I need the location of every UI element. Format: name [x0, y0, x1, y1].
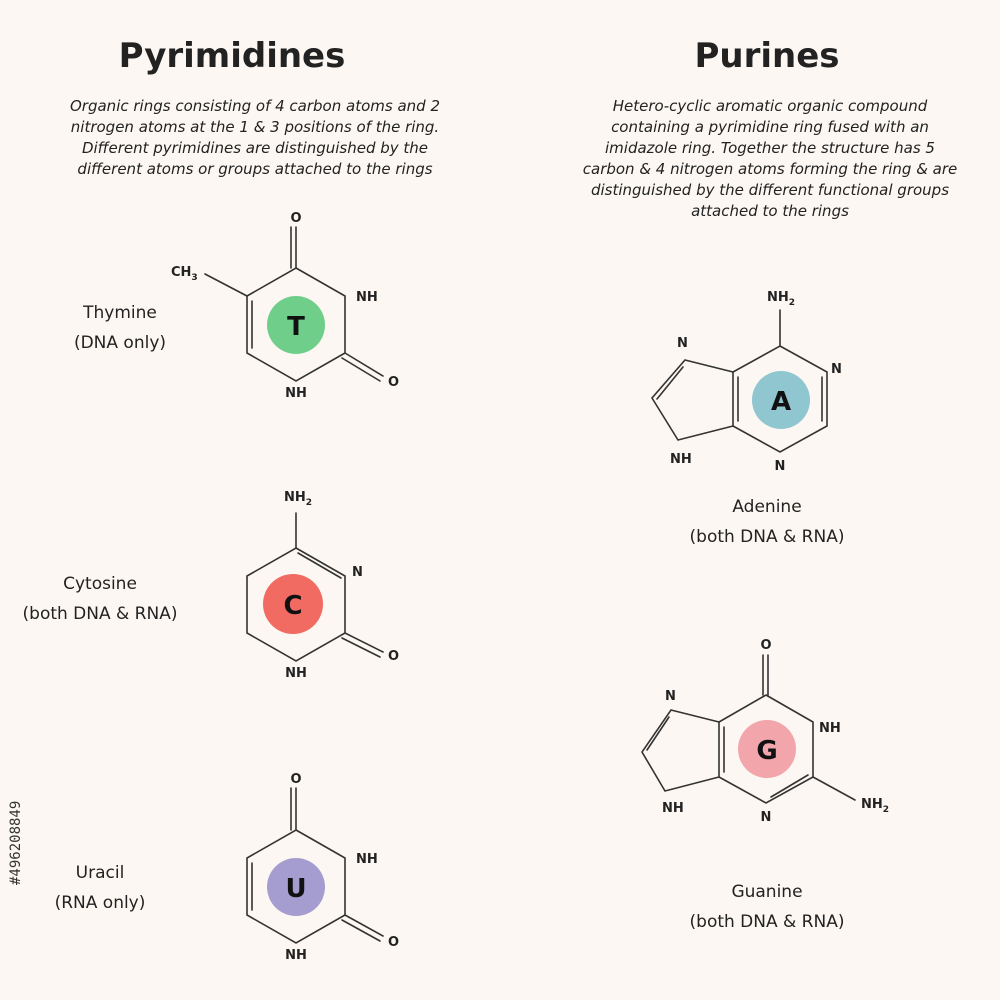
- guanine-atom-nh-right: NH: [819, 721, 841, 736]
- cytosine-label: Cytosine (both DNA & RNA): [0, 569, 200, 629]
- uracil-atom-nh-bottom: NH: [285, 948, 307, 963]
- thymine-bond: [341, 357, 381, 382]
- adenine-structure: A NH2 N N NH N: [651, 290, 842, 474]
- pyrimidines-description: Organic rings consisting of 4 carbon ato…: [20, 96, 490, 180]
- adenine-note: (both DNA & RNA): [689, 527, 845, 547]
- thymine-atom-ch3-main: CH: [171, 265, 191, 280]
- cytosine-note: (both DNA & RNA): [22, 604, 178, 624]
- cytosine-atom-nh-bottom: NH: [285, 666, 307, 681]
- purines-description-line: imidazole ring. Together the structure h…: [605, 139, 935, 157]
- guanine-atom-nh2-main: NH: [861, 797, 883, 812]
- cytosine-bond: [344, 632, 384, 653]
- uracil-atom-o-top: O: [290, 772, 301, 787]
- thymine-letter: T: [287, 312, 305, 342]
- pyrimidines-description-line: different atoms or groups attached to th…: [77, 160, 433, 178]
- uracil-atom-nh-right: NH: [356, 852, 378, 867]
- adenine-atom-nh-left: NH: [670, 452, 692, 467]
- thymine-structure: T O CH3 NH O NH: [171, 211, 399, 401]
- adenine-letter: A: [771, 387, 791, 417]
- uracil-atom-o-right: O: [388, 935, 399, 950]
- cytosine-bond: [341, 637, 381, 658]
- guanine-five-ring: [641, 709, 720, 792]
- uracil-structure: U O NH O NH: [246, 772, 399, 963]
- thymine-atom-nh-bottom: NH: [285, 386, 307, 401]
- purines-description-line: carbon & 4 nitrogen atoms forming the ri…: [582, 160, 958, 178]
- uracil-bond: [344, 914, 384, 937]
- guanine-bond: [812, 776, 856, 801]
- pyrimidines-description-line: Different pyrimidines are distinguished …: [81, 139, 429, 157]
- thymine-atom-ch3: CH3: [171, 265, 198, 283]
- cytosine-base-circle: [263, 574, 323, 634]
- guanine-atom-n-bottom: N: [761, 810, 772, 825]
- uracil-bond: [341, 919, 381, 942]
- guanine-letter: G: [756, 736, 777, 766]
- pyrimidines-description-line: Organic rings consisting of 4 carbon ato…: [70, 97, 440, 115]
- guanine-atom-nh2-sub: 2: [883, 805, 889, 815]
- purines-description-line: attached to the rings: [691, 202, 849, 220]
- uracil-base-circle: [267, 858, 325, 916]
- adenine-label: Adenine (both DNA & RNA): [667, 492, 867, 552]
- thymine-name: Thymine: [83, 303, 157, 323]
- purines-description-line: distinguished by the different functiona…: [590, 181, 950, 199]
- guanine-note: (both DNA & RNA): [689, 912, 845, 932]
- adenine-base-circle: [752, 371, 810, 429]
- guanine-double-bond: [646, 716, 670, 751]
- cytosine-ring: [246, 547, 346, 662]
- guanine-atom-o-top: O: [760, 638, 771, 653]
- guanine-name: Guanine: [731, 882, 803, 902]
- purines-title: Purines: [694, 36, 840, 76]
- thymine-label: Thymine (DNA only): [20, 298, 220, 358]
- uracil-note: (RNA only): [54, 893, 146, 913]
- adenine-atom-n-left: N: [677, 336, 688, 351]
- cytosine-atom-nh2-main: NH: [284, 490, 306, 505]
- guanine-atom-n-left: N: [665, 689, 676, 704]
- guanine-atom-nh2: NH2: [861, 797, 889, 815]
- adenine-atom-n-bottom: N: [775, 459, 786, 474]
- adenine-atom-nh2-sub: 2: [789, 298, 795, 308]
- thymine-base-circle: [267, 296, 325, 354]
- thymine-atom-nh-right: NH: [356, 290, 378, 305]
- guanine-double-bond: [770, 774, 809, 798]
- thymine-atom-o-right: O: [388, 375, 399, 390]
- guanine-structure: G O N NH NH N NH2: [641, 638, 889, 825]
- adenine-atom-nh2-main: NH: [767, 290, 789, 305]
- adenine-atom-nh2: NH2: [767, 290, 795, 308]
- guanine-atom-nh-left: NH: [662, 801, 684, 816]
- thymine-bond: [204, 273, 248, 297]
- cytosine-name: Cytosine: [63, 574, 137, 594]
- pyrimidines-description-line: nitrogen atoms at the 1 & 3 positions of…: [70, 118, 440, 136]
- uracil-label: Uracil (RNA only): [0, 858, 200, 918]
- cytosine-atom-o-right: O: [388, 649, 399, 664]
- uracil-name: Uracil: [75, 863, 125, 883]
- guanine-label: Guanine (both DNA & RNA): [667, 877, 867, 937]
- adenine-double-bond: [656, 366, 684, 400]
- thymine-note: (DNA only): [73, 333, 167, 353]
- thymine-bond: [344, 352, 384, 377]
- pyrimidines-title: Pyrimidines: [118, 36, 346, 76]
- adenine-five-ring: [651, 359, 734, 441]
- cytosine-atom-nh2-sub: 2: [306, 498, 312, 508]
- purines-description-line: containing a pyrimidine ring fused with …: [611, 118, 929, 136]
- stock-image-id: #496208849: [8, 800, 24, 885]
- purines-description-line: Hetero-cyclic aromatic organic compound: [612, 97, 928, 115]
- cytosine-atom-nh2: NH2: [284, 490, 312, 508]
- adenine-atom-n-right: N: [831, 362, 842, 377]
- guanine-base-circle: [738, 720, 796, 778]
- uracil-ring: [246, 829, 346, 944]
- purines-description: Hetero-cyclic aromatic organic compound …: [550, 96, 990, 222]
- thymine-atom-o-top: O: [290, 211, 301, 226]
- cytosine-atom-n-right: N: [352, 565, 363, 580]
- adenine-name: Adenine: [732, 497, 802, 517]
- cytosine-letter: C: [283, 591, 302, 621]
- uracil-letter: U: [285, 874, 306, 904]
- thymine-atom-ch3-sub: 3: [191, 273, 197, 283]
- cytosine-double-bond: [297, 552, 342, 579]
- cytosine-structure: C NH2 N O NH: [246, 490, 399, 681]
